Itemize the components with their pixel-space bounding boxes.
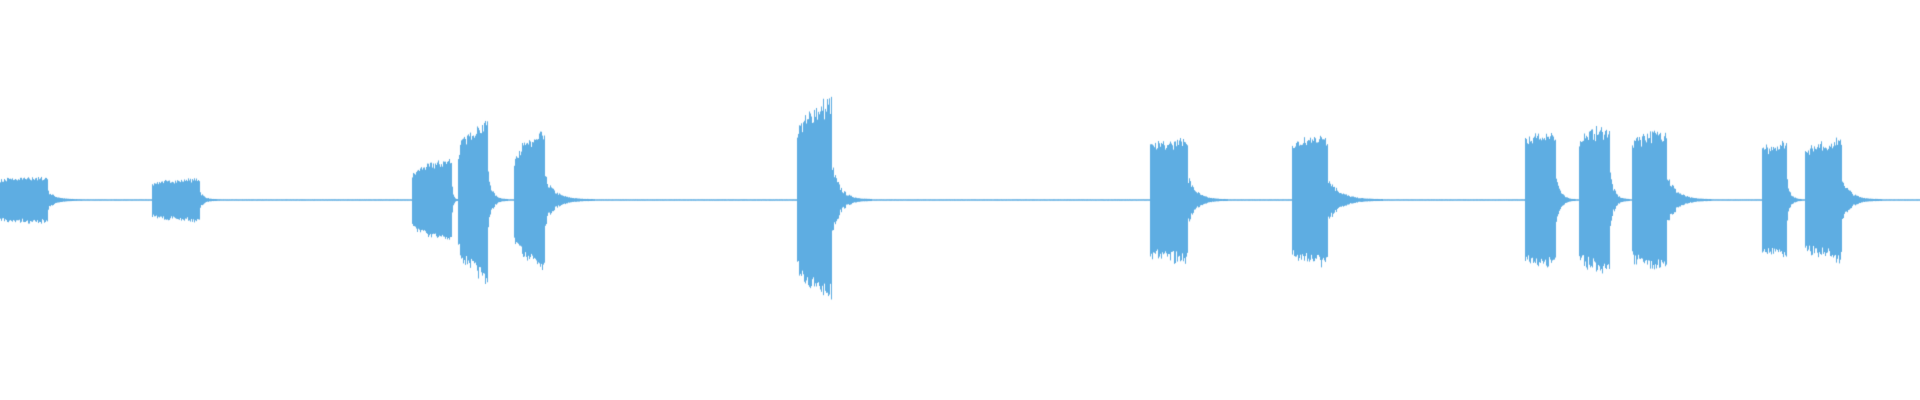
waveform-canvas[interactable]	[0, 0, 1920, 400]
audio-waveform[interactable]	[0, 0, 1920, 400]
